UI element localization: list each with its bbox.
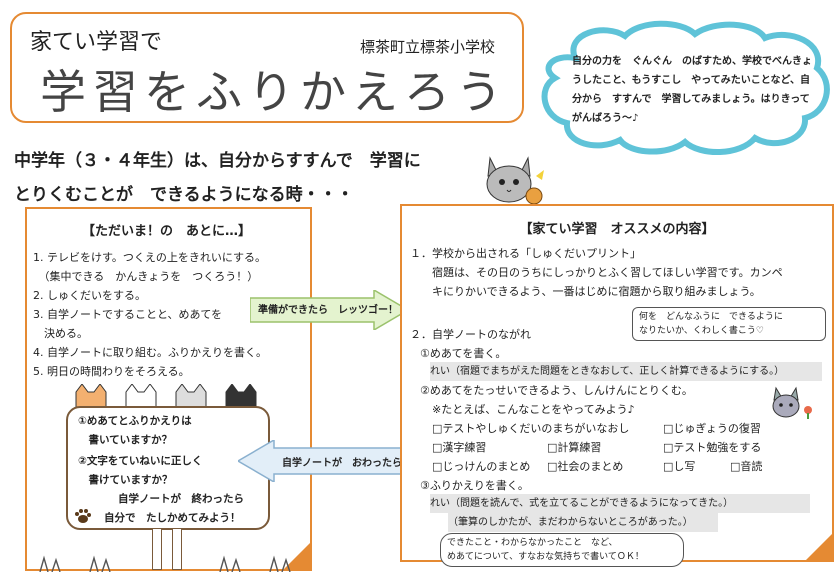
sign-line: 自分で たしかめてみよう！ (104, 512, 241, 524)
page-fold-icon (806, 534, 832, 560)
page-fold-icon (284, 543, 310, 569)
callout-box: 何を どんなふうに できるように なりたいか、くわしく書こう♡ (632, 307, 826, 341)
left-step: 5. 明日の時間わりをそろえる。 (33, 365, 190, 378)
school-name: 標茶町立標茶小学校 (360, 38, 496, 56)
page-title: 学習をふりかえろう (40, 65, 508, 119)
sign-post (152, 528, 162, 570)
sign-line: ①めあてとふりかえりは (78, 415, 192, 427)
example-line: れい（問題を読んで、式を立てることができるようになってきた。） (430, 494, 810, 513)
check-item: □計算練習 (547, 441, 602, 454)
section-2-note: ※たとえば、こんなことをやってみよう♪ (432, 403, 635, 416)
left-steps-list: 1. テレビをけす。つくえの上をきれいにする。 （集中できる かんきょうを つく… (33, 248, 303, 381)
cloud-text: 自分の力を ぐんぐん のばすため、学校でべんきょうしたこと、もうすこし やってみ… (572, 56, 820, 124)
grass-decoration (39, 555, 291, 572)
example-line: （筆算のしかたが、まだわからないところがあった。） (448, 513, 718, 532)
check-item: □音読 (730, 460, 763, 473)
cats-row-illustration (75, 384, 257, 410)
paw-icon (75, 509, 91, 523)
section-2-step: ①めあてを書く。 (420, 347, 507, 360)
arrow-right-icon (250, 290, 410, 330)
left-panel-title: 【ただいま！の あとに…】 (81, 224, 251, 239)
headline-1: 中学年（３・４年生）は、自分からすすんで 学習に (14, 151, 421, 171)
check-item: □じっけんのまとめ (432, 460, 531, 473)
check-item: □テストやしゅくだいのまちがいなおし (432, 422, 630, 435)
section-1-heading: １．学校から出される「しゅくだいプリント」 (410, 247, 641, 260)
cloud-bubble (541, 20, 830, 155)
section-1-body: キにりかいできるよう、一番はじめに宿題から取り組みましょう。 (432, 285, 761, 298)
example-line: れい（宿題でまちがえた問題をときなおして、正しく計算できるようにする。） (430, 362, 822, 381)
section-1-body: 宿題は、その日のうちにしっかりとふく習してほしい学習です。カンペ (432, 266, 783, 279)
left-step: 2. しゅくだいをする。 (33, 289, 146, 302)
left-step: （集中できる かんきょうを つくろう！） (33, 270, 259, 283)
left-step: 1. テレビをけす。つくえの上をきれいにする。 (33, 251, 267, 264)
section-2-step: ②めあてをたっせいできるよう、しんけんにとりくむ。 (420, 384, 693, 397)
arrow-left-icon (238, 440, 406, 482)
check-item: □テスト勉強をする (663, 441, 762, 454)
sign-post (172, 528, 182, 570)
left-step: 決める。 (33, 327, 88, 340)
headline-2: とりくむことが できるようになる時・・・ (14, 185, 354, 205)
check-item: □社会のまとめ (547, 460, 624, 473)
title-box (10, 12, 524, 123)
callout-box: できたこと・わからなかったこと など、 めあてについて、すなおな気持ちで書いてＯ… (440, 533, 684, 567)
sign-line: ②文字をていねいに正しく (78, 455, 203, 467)
right-panel-title: 【家てい学習 オススメの内容】 (519, 222, 715, 237)
callout-line: 何を どんなふうに できるように (639, 312, 783, 322)
sign-line: 自学ノートが 終わったら (118, 493, 244, 505)
cat-small-icon (772, 386, 812, 419)
cat-illustration (486, 156, 544, 205)
left-step: 4. 自学ノートに取り組む。ふりかえりを書く。 (33, 346, 267, 359)
title-subtitle: 家てい学習で (30, 30, 163, 55)
arrow-left-label: 自学ノートが おわったら… (282, 458, 412, 469)
check-item: □し写 (663, 460, 696, 473)
callout-line: めあてについて、すなおな気持ちで書いてＯＫ！ (447, 552, 644, 562)
left-step: 3. 自学ノートですることと、めあてを (33, 308, 223, 321)
section-2-heading: ２．自学ノートのながれ (410, 328, 531, 341)
checklist-sign (66, 406, 270, 530)
check-item: □漢字練習 (432, 441, 487, 454)
sign-line: 書いていますか？ (78, 434, 173, 446)
sign-line: 書けていますか？ (78, 474, 173, 486)
check-item: □じゅぎょうの復習 (663, 422, 761, 435)
callout-line: なりたいか、くわしく書こう♡ (639, 326, 764, 336)
arrow-right-label: 準備ができたら レッツゴー！ (258, 305, 398, 316)
callout-line: できたこと・わからなかったこと など、 (447, 538, 618, 548)
section-2-step: ③ふりかえりを書く。 (420, 479, 529, 492)
